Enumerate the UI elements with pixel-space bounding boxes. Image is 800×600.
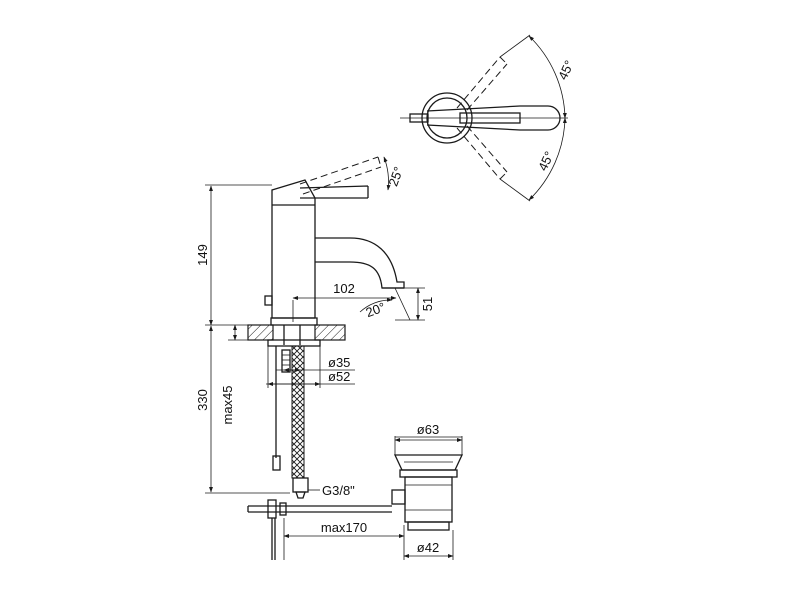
spout-angle-label: 20°	[364, 299, 388, 320]
top-view-body-inner	[426, 97, 468, 139]
top-view-lever-lower-position	[456, 127, 501, 180]
swing-lower-arc	[528, 117, 567, 201]
height-total-label: 330	[195, 389, 210, 411]
waste-side-fitting	[391, 489, 406, 505]
lever-handle	[299, 185, 369, 199]
waste-nut	[407, 521, 450, 531]
lever-tilt-arc	[383, 156, 391, 191]
waste-top-label: ø63	[417, 422, 439, 437]
top-view: 45° 45°	[400, 34, 577, 202]
hose-thread-label: G3/8"	[322, 483, 355, 498]
top-view-knob	[409, 113, 429, 123]
hole-outer-label: ø52	[328, 369, 350, 384]
top-view-lever	[459, 112, 521, 124]
countertop-right	[314, 324, 346, 341]
hose-connector	[292, 477, 309, 493]
spout-reach-label: 102	[333, 281, 355, 296]
max-thickness-label: max45	[220, 385, 235, 424]
side-view-faucet: 25° 51 102 20° 149	[195, 156, 435, 326]
spout	[315, 237, 405, 289]
swing-upper-arc	[528, 35, 567, 119]
waste-flange	[399, 469, 458, 478]
base-flange	[270, 317, 318, 326]
countertop-section: G3/8" ø35 ø52 max45 330	[195, 317, 355, 499]
top-view-lever-upper-position	[456, 56, 501, 109]
spout-drop-label: 51	[420, 297, 435, 311]
threaded-stud	[281, 349, 291, 373]
pop-up-reach-label: max170	[321, 520, 367, 535]
waste-cap	[393, 454, 464, 471]
swing-lower-label: 45°	[535, 149, 557, 173]
waste-pipe-label: ø42	[417, 540, 439, 555]
linkage-clip	[267, 499, 277, 519]
lever-tilt-label: 25°	[385, 165, 406, 189]
hole-inner-label: ø35	[328, 355, 350, 370]
pop-up-knob	[264, 295, 273, 306]
waste-assembly: ø63 max170 ø42	[247, 422, 464, 560]
rod-clamp	[272, 455, 281, 471]
spout-angle-arc	[359, 297, 393, 313]
waste-body	[404, 476, 453, 523]
flexible-hose	[291, 345, 305, 479]
height-body-label: 149	[195, 244, 210, 266]
lever-raised-position	[299, 156, 379, 185]
top-view-body-outer	[421, 92, 473, 144]
countertop-left	[247, 324, 274, 341]
swing-upper-label: 45°	[555, 58, 577, 82]
fixing-nut	[267, 339, 321, 347]
lever-base	[271, 179, 316, 205]
